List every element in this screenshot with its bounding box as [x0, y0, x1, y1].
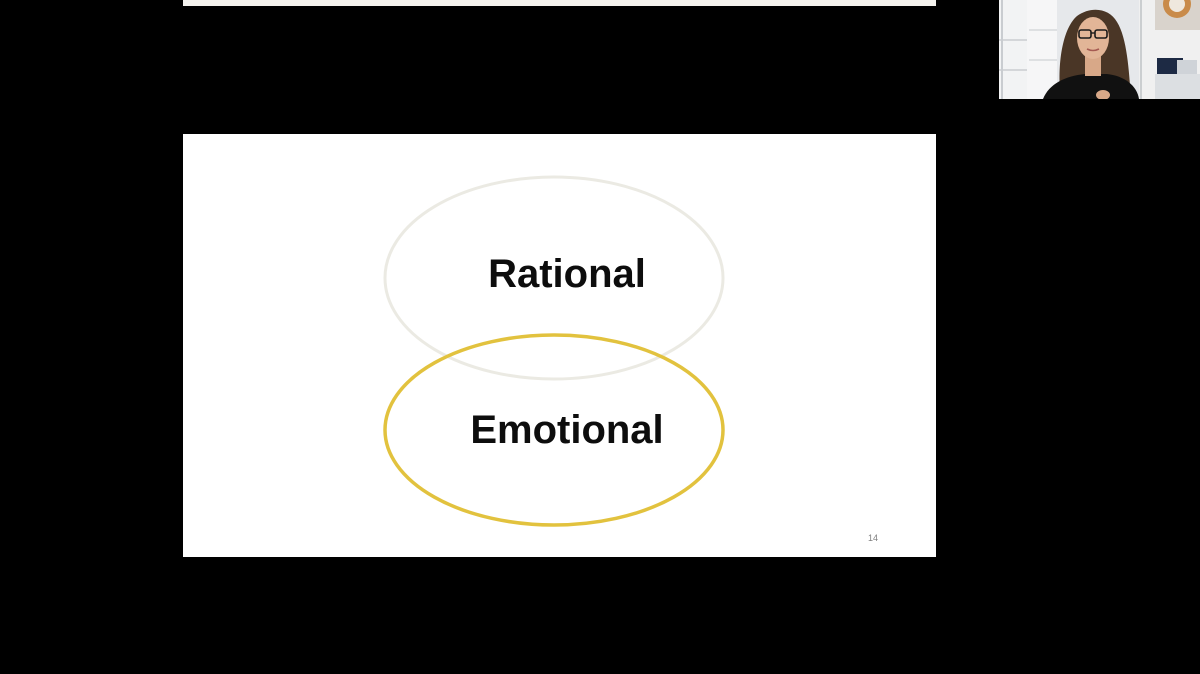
rational-ellipse	[383, 175, 725, 381]
presenter-video-icon	[999, 0, 1200, 99]
rational-label: Rational	[488, 252, 646, 296]
previous-slide-edge	[183, 0, 936, 6]
emotional-ellipse	[383, 333, 725, 527]
presenter-webcam[interactable]	[999, 0, 1200, 99]
slide: Rational Emotional 14	[183, 134, 936, 557]
slide-number: 14	[867, 533, 878, 543]
emotional-label: Emotional	[470, 408, 664, 452]
venn-outlines	[383, 175, 725, 527]
